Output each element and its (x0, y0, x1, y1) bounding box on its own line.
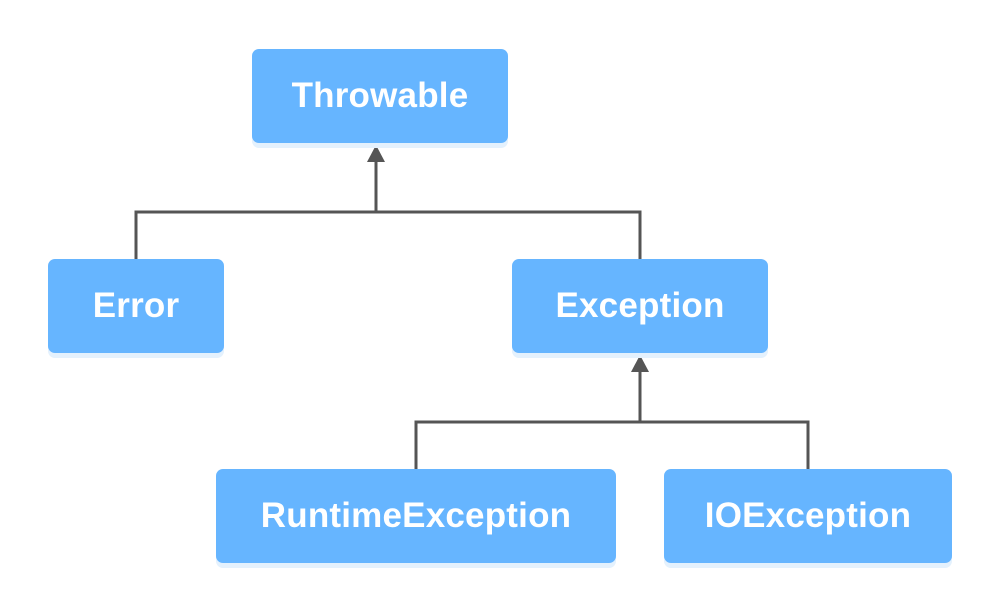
arrowhead-exception (631, 355, 649, 372)
node-throwable: Throwable (252, 49, 508, 143)
node-runtime-exception: RuntimeException (216, 469, 616, 563)
node-label-io-exception: IOException (704, 496, 912, 535)
node-label-throwable: Throwable (291, 76, 469, 115)
node-label-error: Error (92, 286, 180, 325)
connector-runtime-to-exception (414, 420, 640, 469)
node-label-exception: Exception (555, 286, 725, 325)
connector-error-to-throwable (134, 210, 376, 259)
node-error: Error (48, 259, 224, 353)
connector-io-to-exception (640, 420, 810, 469)
node-exception: Exception (512, 259, 768, 353)
node-label-runtime-exception: RuntimeException (260, 496, 572, 535)
arrowhead-throwable (367, 145, 385, 162)
connector-exception-to-throwable (376, 210, 642, 259)
node-io-exception: IOException (664, 469, 952, 563)
